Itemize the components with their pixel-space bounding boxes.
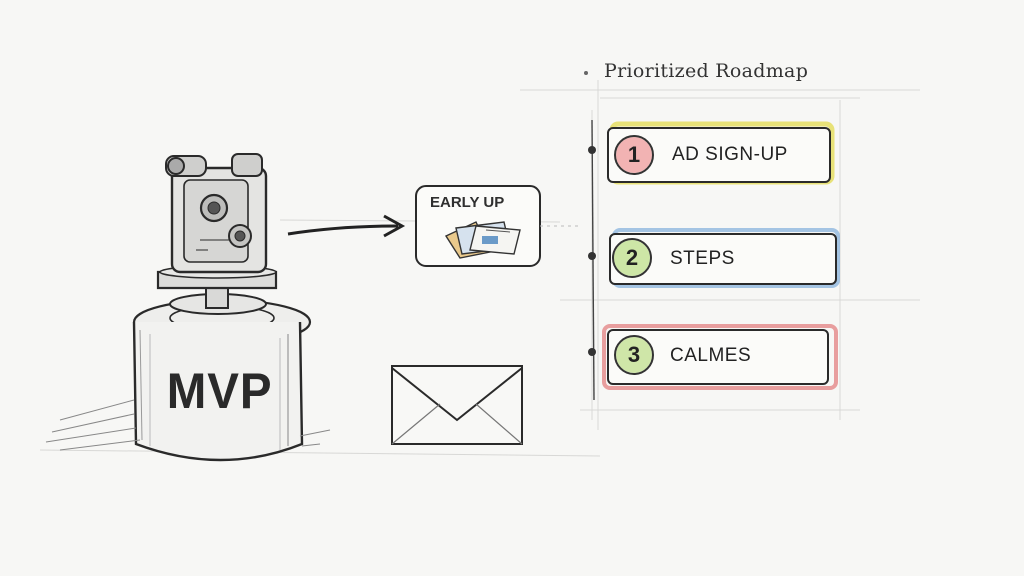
title-bullet — [584, 71, 588, 75]
early-up-label: EARLY UP — [430, 194, 505, 211]
mvp-label: MVP — [166, 363, 273, 419]
roadmap-item-3-number: 3 — [614, 335, 654, 375]
flow-arrow — [287, 214, 406, 238]
roadmap-timeline — [588, 119, 596, 401]
roadmap-item-2-label: STEPS — [670, 248, 735, 269]
early-up-card — [415, 185, 541, 267]
roadmap-item-1-label: AD SIGN-UP — [672, 144, 788, 165]
roadmap-item-1-number: 1 — [614, 135, 654, 175]
roadmap-item-2-number: 2 — [612, 238, 652, 278]
mvp-pedestal — [45, 298, 331, 462]
roadmap-item-3-label: CALMES — [670, 345, 752, 366]
ticket-illustration — [444, 221, 521, 259]
envelope-icon — [391, 365, 523, 445]
roadmap-title: Prioritized Roadmap — [604, 60, 809, 82]
robot-camera-device — [156, 153, 278, 315]
